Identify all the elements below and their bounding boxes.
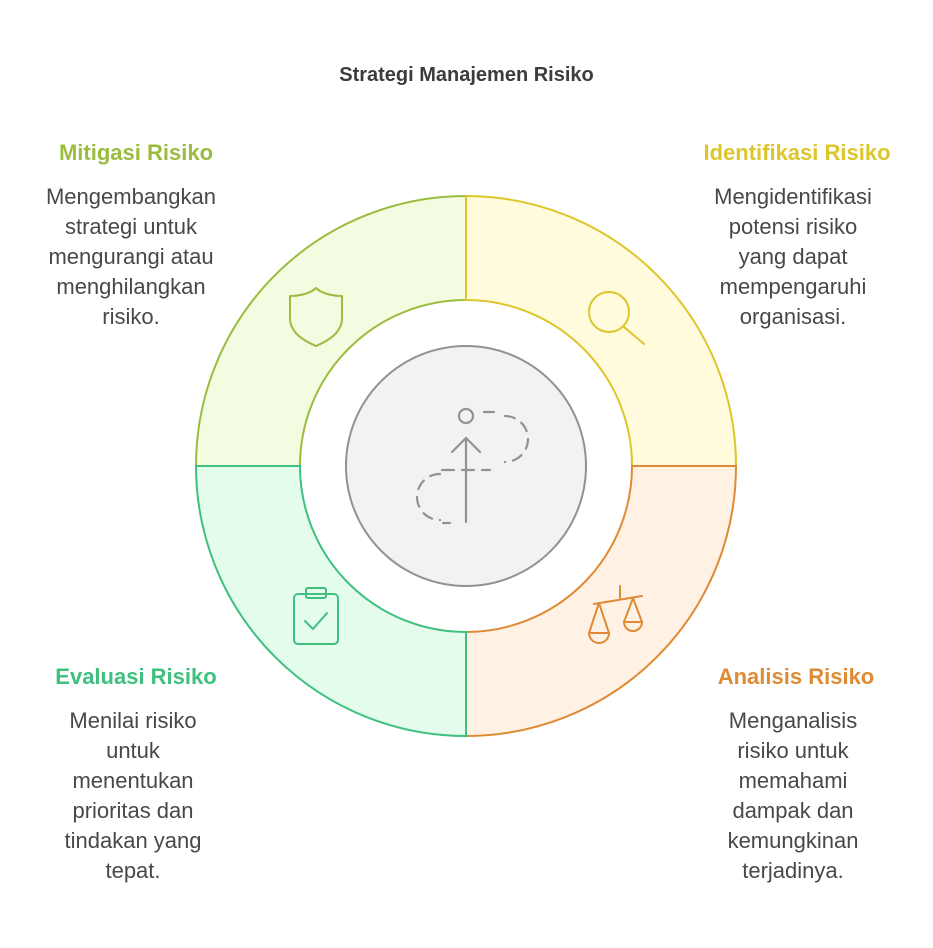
analisis-line: Menganalisis xyxy=(728,708,858,733)
mitigasi-description: Mengembangkan strategi untuk mengurangi … xyxy=(26,182,236,332)
mitigasi-heading: Mitigasi Risiko xyxy=(58,140,214,165)
diagram-title: Strategi Manajemen Risiko xyxy=(339,64,594,86)
identifikasi-line: Mengidentifikasi xyxy=(714,184,872,209)
arrow-bottom xyxy=(367,564,565,629)
evaluasi-sector xyxy=(194,465,467,738)
analisis-sector xyxy=(465,465,738,738)
evaluasi-line: menentukan xyxy=(72,768,194,793)
mitigasi-line: menghilangkan xyxy=(56,274,206,299)
evaluasi-line: untuk xyxy=(106,738,160,763)
scales-icon xyxy=(588,585,643,644)
path-up-arrow-icon xyxy=(415,407,530,525)
evaluasi-line: tepat. xyxy=(105,858,161,883)
identifikasi-line: yang dapat xyxy=(738,244,848,269)
analisis-line: terjadinya. xyxy=(742,858,844,883)
mitigasi-sector xyxy=(194,194,467,467)
analisis-description: Menganalisis risiko untuk memahami dampa… xyxy=(690,706,896,886)
arrow-right xyxy=(564,367,629,565)
evaluasi-description: Menilai risiko untuk menentukan priorita… xyxy=(28,706,238,886)
evaluasi-heading: Evaluasi Risiko xyxy=(55,664,217,689)
analisis-line: kemungkinan xyxy=(727,828,859,853)
magnifier-icon xyxy=(588,291,645,345)
shield-icon xyxy=(289,287,343,347)
analisis-line: risiko untuk xyxy=(737,738,849,763)
evaluasi-line: prioritas dan xyxy=(72,798,194,823)
identifikasi-heading: Identifikasi Risiko xyxy=(703,140,891,165)
analisis-heading: Analisis Risiko xyxy=(717,664,875,689)
mitigasi-line: risiko. xyxy=(102,304,160,329)
arrow-left xyxy=(303,367,368,565)
identifikasi-description: Mengidentifikasi potensi risiko yang dap… xyxy=(686,182,900,332)
clipboard-check-icon xyxy=(293,587,339,645)
analisis-line: memahami xyxy=(738,768,848,793)
identifikasi-line: organisasi. xyxy=(739,304,847,329)
evaluasi-line: Menilai risiko xyxy=(69,708,197,733)
evaluasi-line: tindakan yang xyxy=(64,828,202,853)
identifikasi-line: potensi risiko xyxy=(728,214,858,239)
mitigasi-line: strategi untuk xyxy=(64,214,198,239)
mitigasi-line: Mengembangkan xyxy=(45,184,216,209)
identifikasi-line: mempengaruhi xyxy=(719,274,867,299)
arrow-top xyxy=(367,303,565,368)
analisis-line: dampak dan xyxy=(732,798,854,823)
mitigasi-line: mengurangi atau xyxy=(48,244,214,269)
cycle-arrows xyxy=(303,303,629,629)
